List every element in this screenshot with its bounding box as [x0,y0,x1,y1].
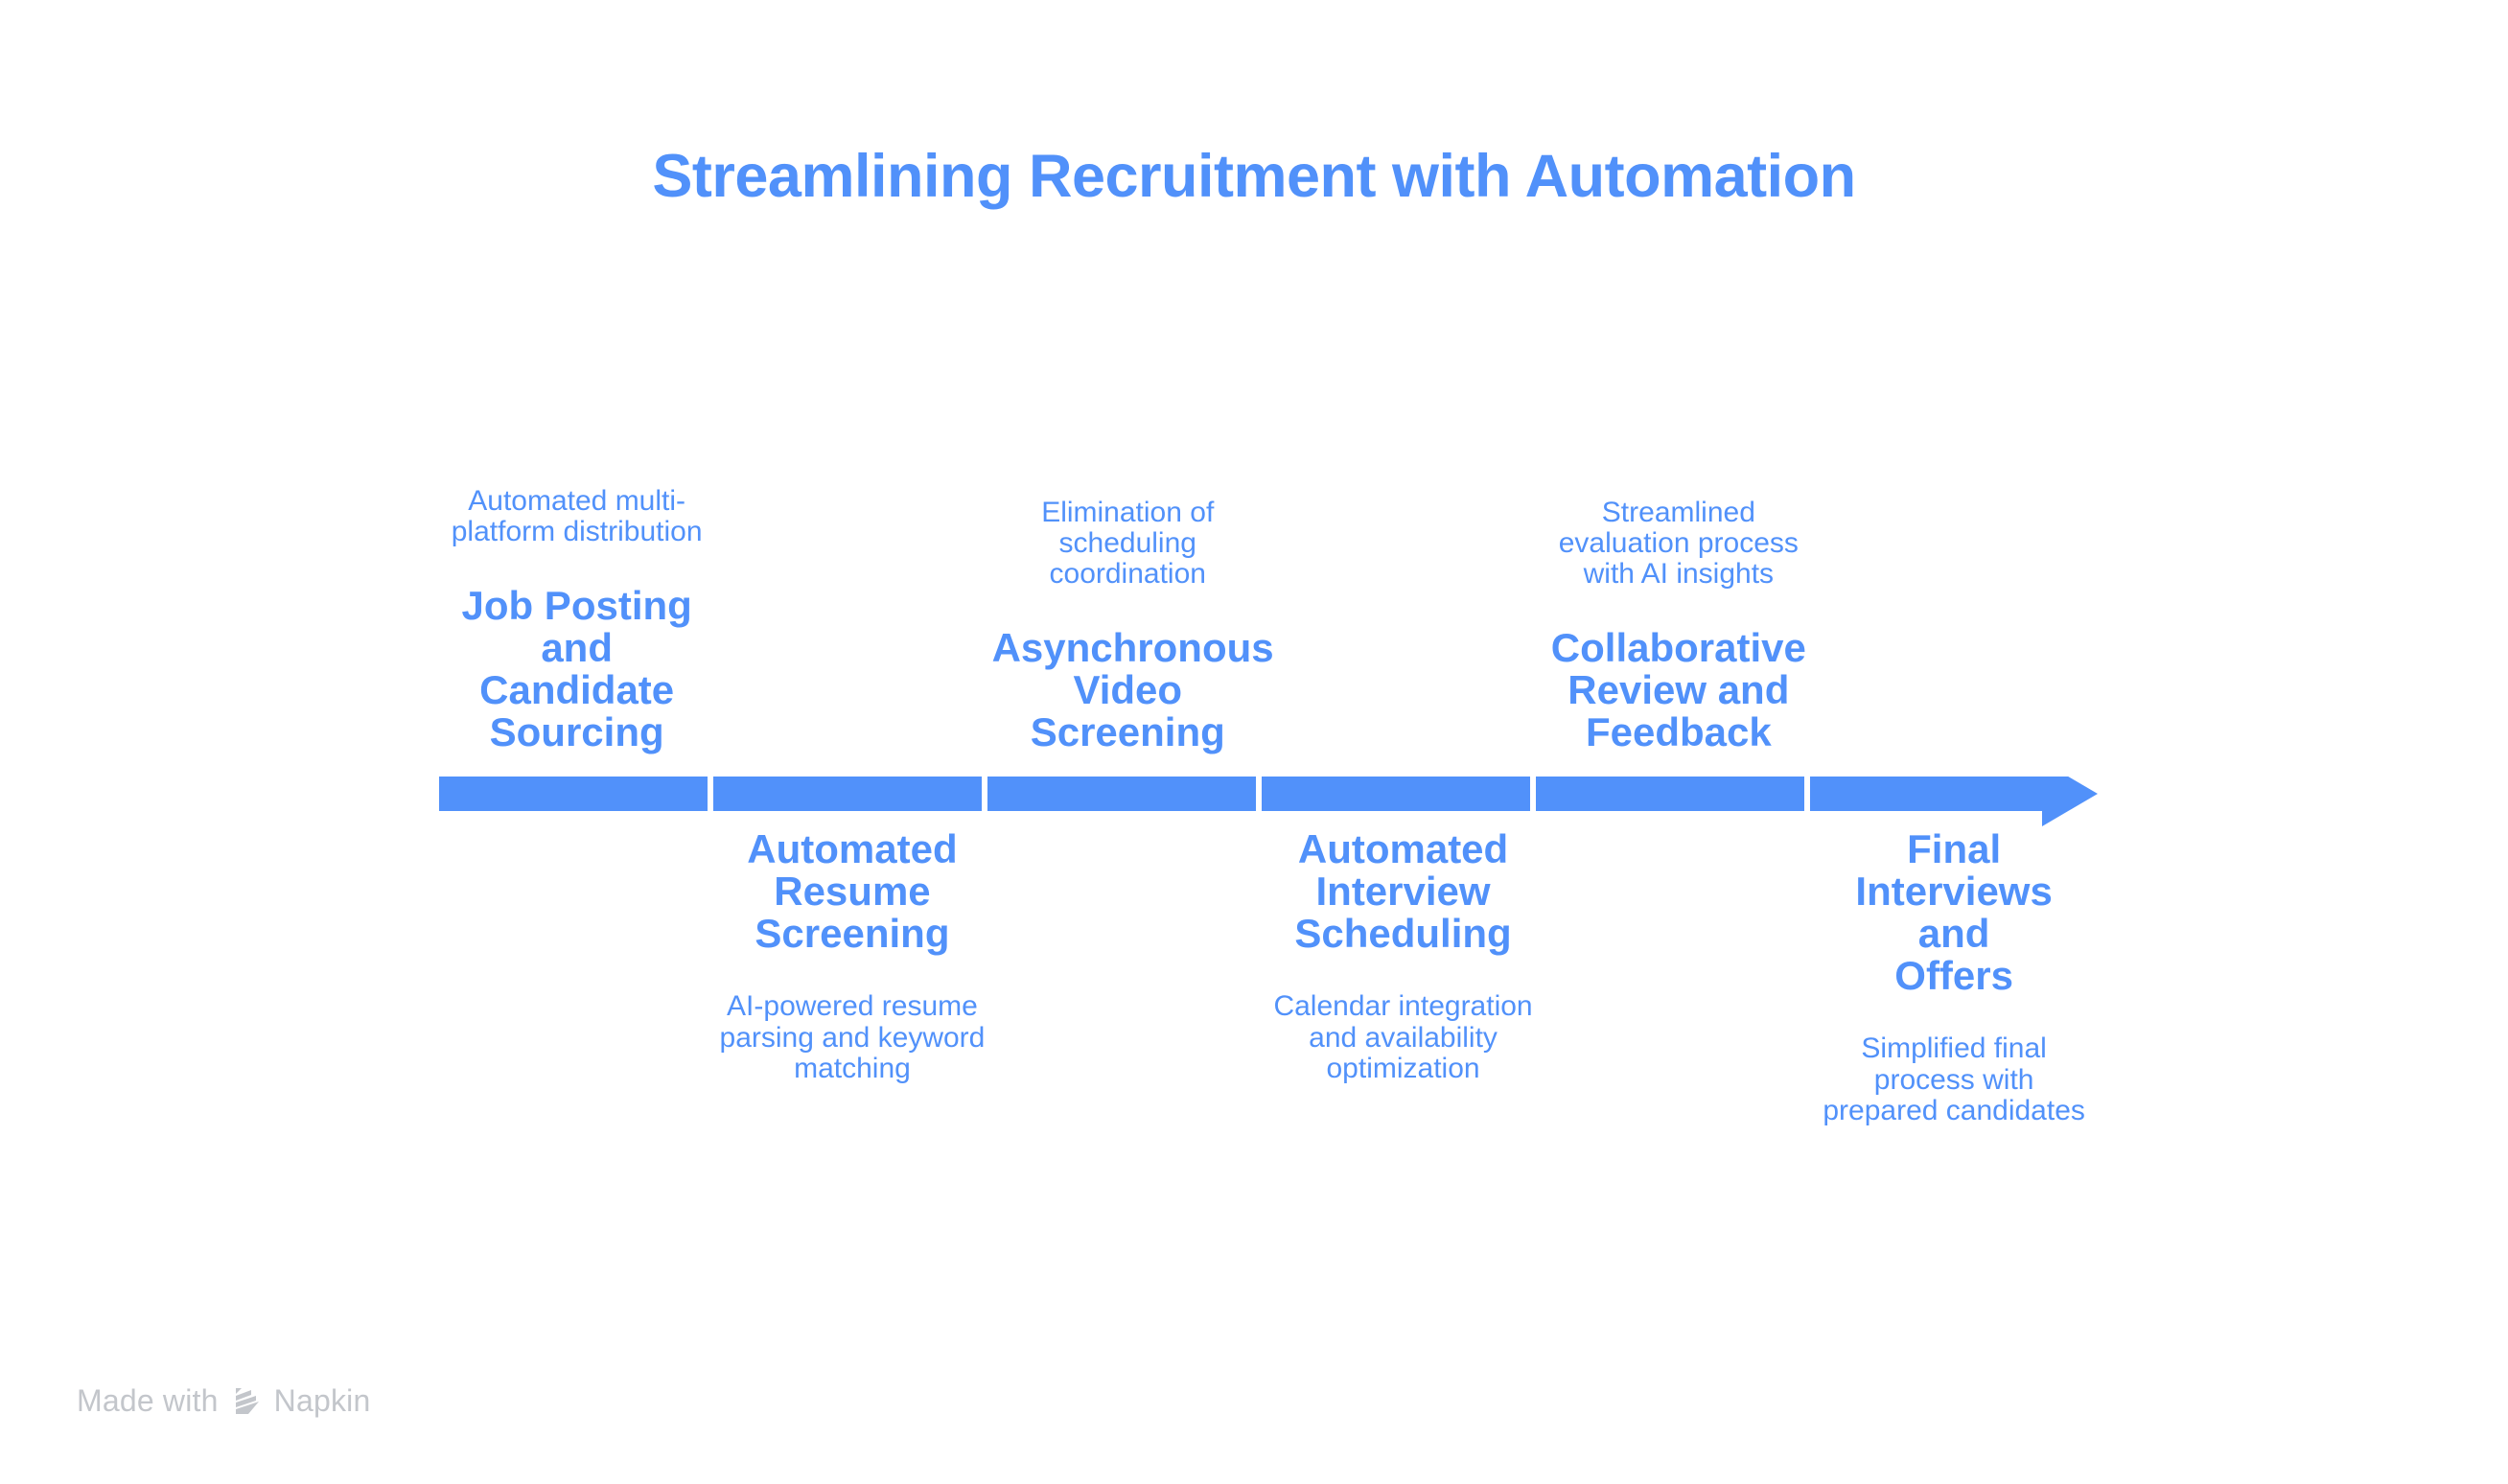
timeline-step-2[interactable]: Automated Resume Screening AI-powered re… [714,811,989,1271]
timeline-upper-row: Automated multi- platform distribution J… [439,288,2092,777]
napkin-logo-icon [235,1387,259,1414]
step-1-description: Automated multi- platform distribution [451,484,703,548]
timeline-step-3[interactable]: Elimination of scheduling coordination A… [990,288,1274,777]
step-6-title: Final Interviews and Offers [1855,826,2053,999]
step-4-description: Calendar integration and availability op… [1273,990,1533,1085]
step-6-description: Simplified final process with prepared c… [1823,1032,2085,1127]
timeline-step-5[interactable]: Streamlined evaluation process with AI i… [1541,288,1816,777]
step-1-title: Job Posting and Candidate Sourcing [461,582,692,754]
timeline-diagram: Automated multi- platform distribution J… [439,288,2092,1275]
step-5-description: Streamlined evaluation process with AI i… [1558,496,1799,591]
step-3-description: Elimination of scheduling coordination [1041,496,1215,591]
step-3-title: Asynchronous Video Screening [991,624,1274,754]
page-title: Streamlining Recruitment with Automation [652,143,1856,210]
timeline-step-6[interactable]: Final Interviews and Offers Simplified f… [1816,811,2091,1271]
timeline-step-4[interactable]: Automated Interview Scheduling Calendar … [1266,811,1541,1271]
step-2-title: Automated Resume Screening [747,826,958,957]
watermark-prefix: Made with [77,1383,219,1418]
timeline-step-1[interactable]: Automated multi- platform distribution J… [439,288,714,777]
step-2-description: AI-powered resume parsing and keyword ma… [719,990,986,1085]
step-4-title: Automated Interview Scheduling [1294,826,1512,957]
step-5-title: Collaborative Review and Feedback [1550,624,1806,754]
timeline-lower-row: Automated Resume Screening AI-powered re… [439,811,2092,1271]
napkin-watermark: Made with Napkin [77,1383,370,1419]
watermark-brand: Napkin [273,1383,371,1418]
